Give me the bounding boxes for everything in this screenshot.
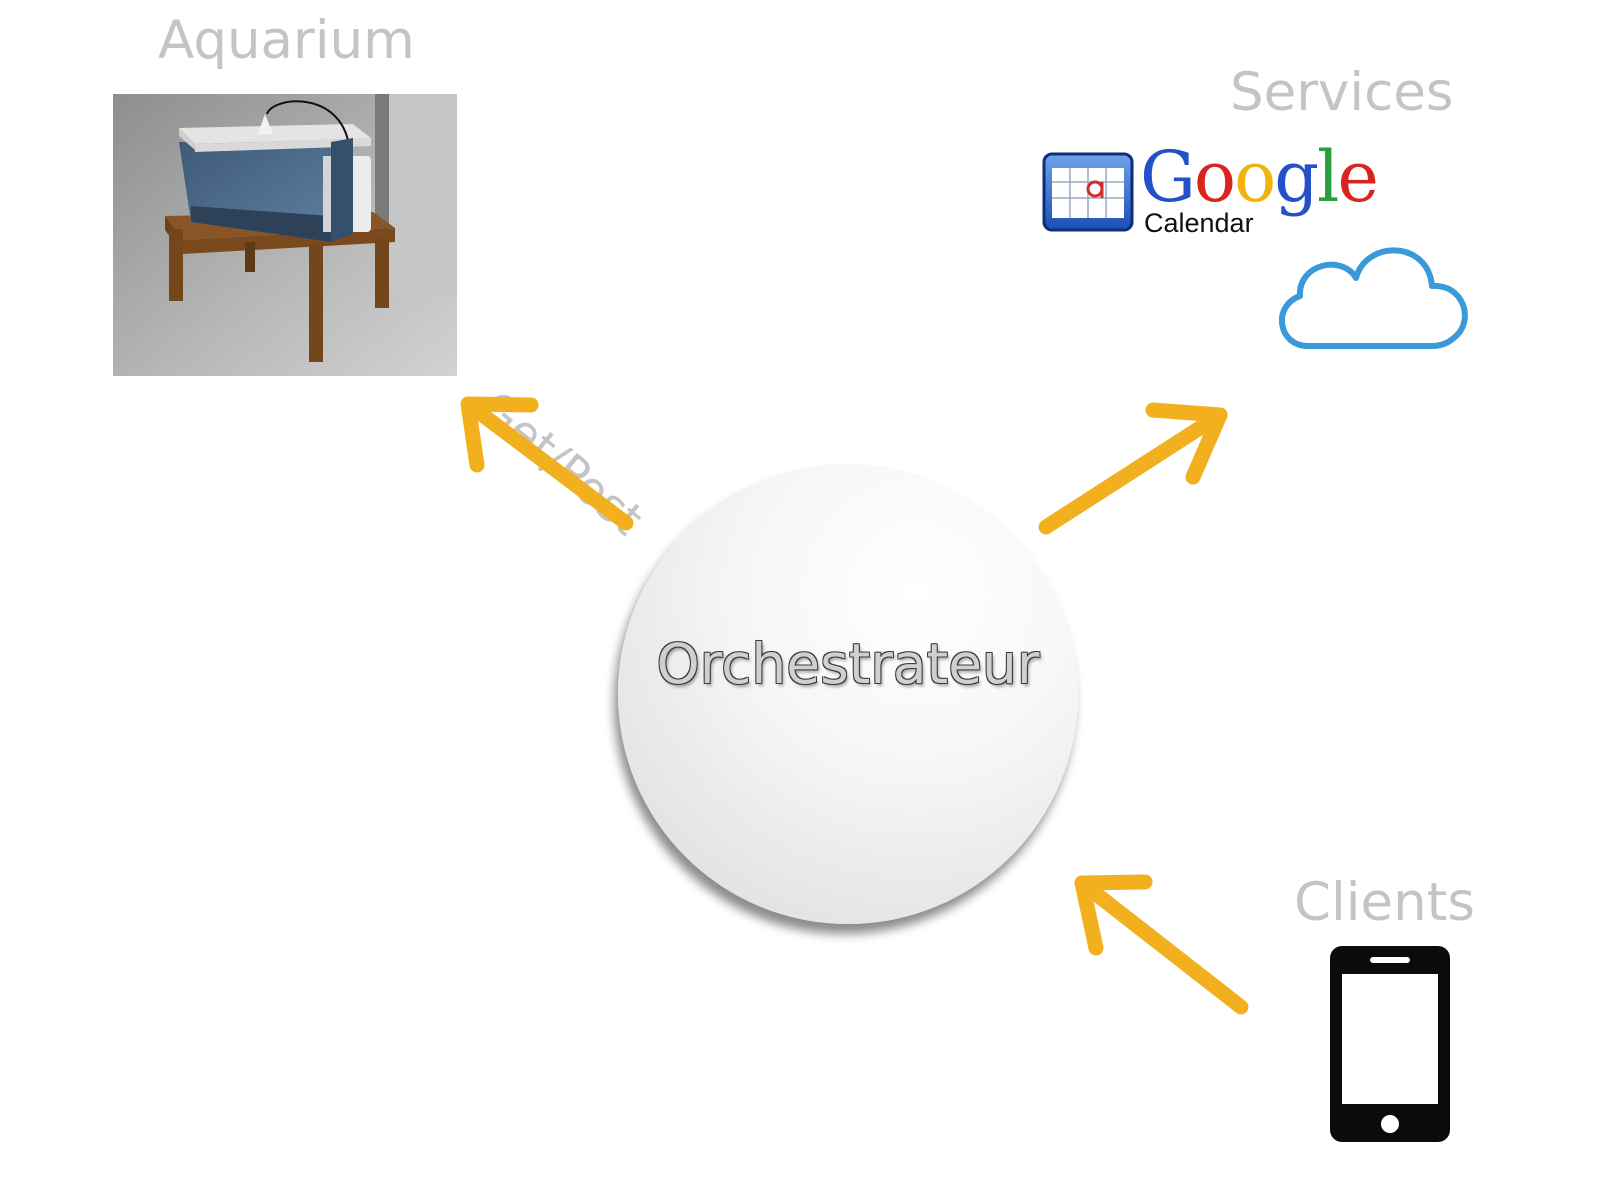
services-title: Services — [1230, 62, 1454, 123]
cloud-icon — [1278, 247, 1468, 349]
calendar-wordmark: Calendar — [1144, 208, 1254, 238]
google-calendar-icon — [1042, 152, 1134, 232]
orchestrateur-label: Orchestrateur — [656, 632, 1040, 696]
google-calendar-logo: Google Calendar — [1040, 136, 1379, 246]
arrow-to-aquarium — [460, 396, 634, 531]
arrow-from-clients — [1074, 874, 1249, 1015]
arrow-to-services — [1038, 402, 1228, 535]
clients-title: Clients — [1294, 872, 1476, 933]
google-wordmark: Google — [1140, 136, 1379, 218]
orchestrateur-node: Orchestrateur — [618, 464, 1078, 924]
aquarium-image — [113, 94, 457, 376]
aquarium-title: Aquarium — [158, 10, 415, 71]
smartphone-icon — [1330, 946, 1450, 1142]
